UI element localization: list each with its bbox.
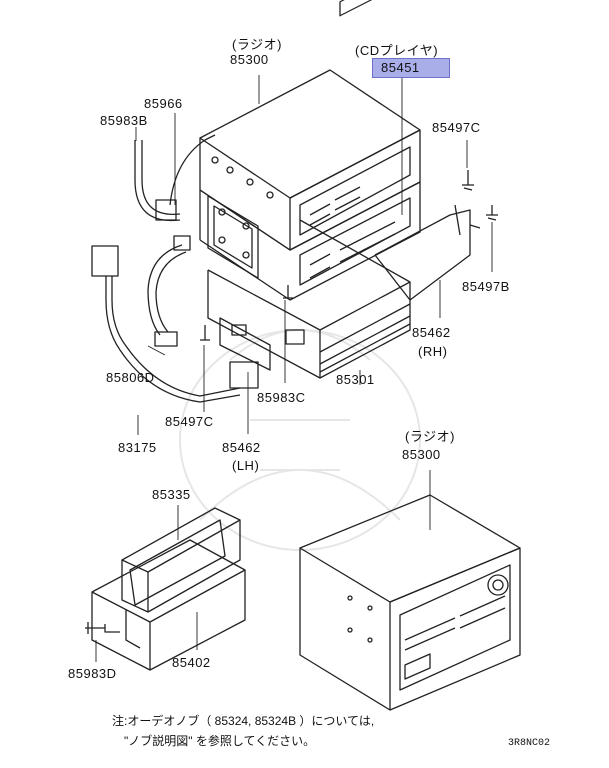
radio-unit-bottom (299, 494, 521, 711)
bezel-85335 (121, 507, 241, 613)
label-radio-bottom-no[interactable]: 85300 (402, 447, 441, 462)
label-85402[interactable]: 85402 (172, 655, 211, 670)
label-85497b[interactable]: 85497B (462, 279, 510, 294)
screw-85497c-top (462, 170, 474, 191)
label-lh: (LH) (232, 458, 260, 473)
footnote-line-2: "ノブ説明図" を参照してください。 (124, 734, 316, 748)
label-85983d[interactable]: 85983D (68, 666, 117, 681)
screw-85983c (283, 285, 293, 299)
label-rh: (RH) (418, 344, 448, 359)
screw-85497b (486, 205, 498, 221)
label-85983b[interactable]: 85983B (100, 113, 148, 128)
label-radio-bottom-jp: (ラジオ) (405, 429, 455, 444)
frame-85301 (207, 219, 411, 379)
side-bracket-plate (207, 195, 259, 279)
watermark-emblem (179, 329, 421, 551)
screw-85497c-bottom (200, 325, 210, 341)
cable-85966 (134, 134, 216, 222)
bracket-rh (374, 204, 481, 301)
label-radio-top-jp: (ラジオ) (232, 37, 282, 52)
bracket-85402 (91, 539, 246, 671)
label-85301[interactable]: 85301 (336, 372, 375, 387)
bracket-lh (219, 317, 271, 371)
wire-harness-83175 (91, 245, 259, 403)
radio-unit-top (199, 0, 421, 251)
antenna-cable (147, 235, 191, 347)
label-85966[interactable]: 85966 (144, 96, 183, 111)
label-85462-rh[interactable]: 85462 (412, 325, 451, 340)
label-cd-player-jp: (CDプレイヤ) (355, 43, 439, 58)
label-85806d[interactable]: 85806D (106, 370, 155, 385)
label-cd-player-no[interactable]: 85451 (372, 58, 450, 78)
label-85497c-bottom[interactable]: 85497C (165, 414, 214, 429)
footnote-line-1: 注:オーデオノブ（ 85324, 85324B ）については, (112, 714, 375, 728)
label-85497c-top[interactable]: 85497C (432, 120, 481, 135)
cd-player-unit (199, 181, 421, 301)
diagram-code: 3R8NC02 (508, 738, 551, 749)
label-83175[interactable]: 83175 (118, 440, 157, 455)
label-85983c[interactable]: 85983C (257, 390, 306, 405)
label-85462-lh[interactable]: 85462 (222, 440, 261, 455)
label-85335[interactable]: 85335 (152, 487, 191, 502)
screw-85983d (85, 622, 120, 634)
label-radio-top-no[interactable]: 85300 (230, 52, 269, 67)
leader-lines (95, 75, 493, 662)
